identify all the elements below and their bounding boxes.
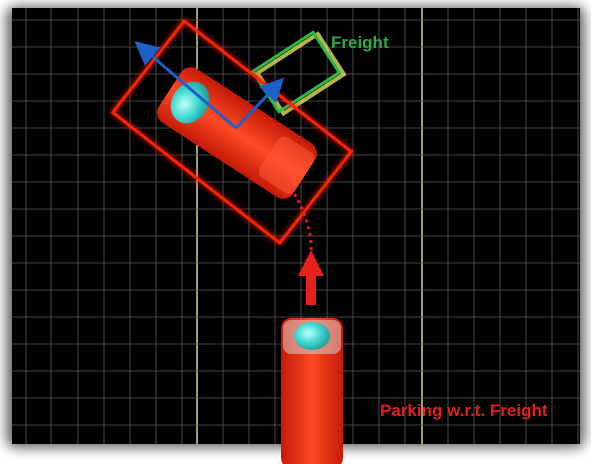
freight-label: Freight (331, 33, 389, 52)
parking-label: Parking w.r.t. Freight (380, 401, 548, 420)
approaching-truck (281, 318, 343, 464)
arrow-up-icon (298, 250, 324, 305)
parked-truck (157, 67, 317, 199)
floor-grid (12, 8, 580, 444)
truck-axes (134, 41, 285, 130)
parking-path (290, 189, 313, 251)
truck-icon (170, 81, 210, 124)
truck-icon (294, 322, 330, 350)
